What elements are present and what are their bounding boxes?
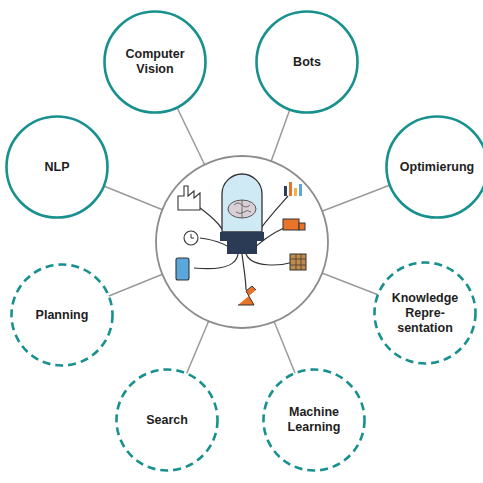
topic-label: Search	[125, 413, 209, 428]
topic-circle: Knowledge Repre- sentation	[373, 261, 477, 365]
truck-icon	[283, 219, 299, 230]
topic-circle: Bots	[255, 10, 359, 114]
dashed-circle	[264, 370, 365, 471]
topic-label: Optimierung	[395, 160, 479, 175]
robot-arm-icon	[238, 286, 256, 305]
wires	[194, 196, 294, 290]
chart-icon	[284, 182, 302, 196]
solid-circle	[105, 12, 206, 113]
brain	[228, 200, 256, 218]
factory-icon	[178, 186, 200, 210]
spoke-lines	[57, 62, 437, 420]
jar-stand	[227, 241, 257, 254]
clock-hands	[191, 234, 194, 238]
topic-label: Planning	[20, 308, 104, 323]
topic-circle: Planning	[10, 263, 114, 367]
chart-bar	[294, 188, 297, 196]
glass-dome	[222, 174, 262, 232]
truck-cab	[299, 223, 305, 230]
brain-folds	[234, 200, 251, 218]
wire	[246, 254, 294, 265]
topic-label: Machine Learning	[272, 405, 356, 435]
topic-label: Computer Vision	[113, 47, 197, 77]
topic-circle: Optimierung	[385, 115, 483, 219]
topic-label: NLP	[15, 160, 99, 175]
chart-bar	[299, 184, 302, 196]
topic-label: Knowledge Repre- sentation	[383, 291, 467, 336]
wire	[194, 254, 238, 269]
topic-circle: Search	[115, 368, 219, 472]
topic-circle: NLP	[5, 115, 109, 219]
hub-circle	[156, 156, 328, 328]
dashed-circle	[375, 263, 476, 364]
clock-icon	[184, 231, 198, 245]
phone-icon	[176, 258, 189, 280]
jar-base	[220, 232, 264, 241]
crate-grid	[290, 254, 306, 270]
topic-circle: Machine Learning	[262, 368, 366, 472]
chart-bar	[284, 186, 287, 196]
crate-icon	[290, 254, 306, 270]
dashed-circle	[12, 265, 113, 366]
chart-bar	[289, 182, 292, 196]
solid-circle	[7, 117, 108, 218]
solid-circle	[257, 12, 358, 113]
solid-circle	[387, 117, 483, 218]
dashed-circle	[117, 370, 218, 471]
topic-circle: Computer Vision	[103, 10, 207, 114]
wire	[242, 254, 246, 290]
topic-label: Bots	[265, 55, 349, 70]
